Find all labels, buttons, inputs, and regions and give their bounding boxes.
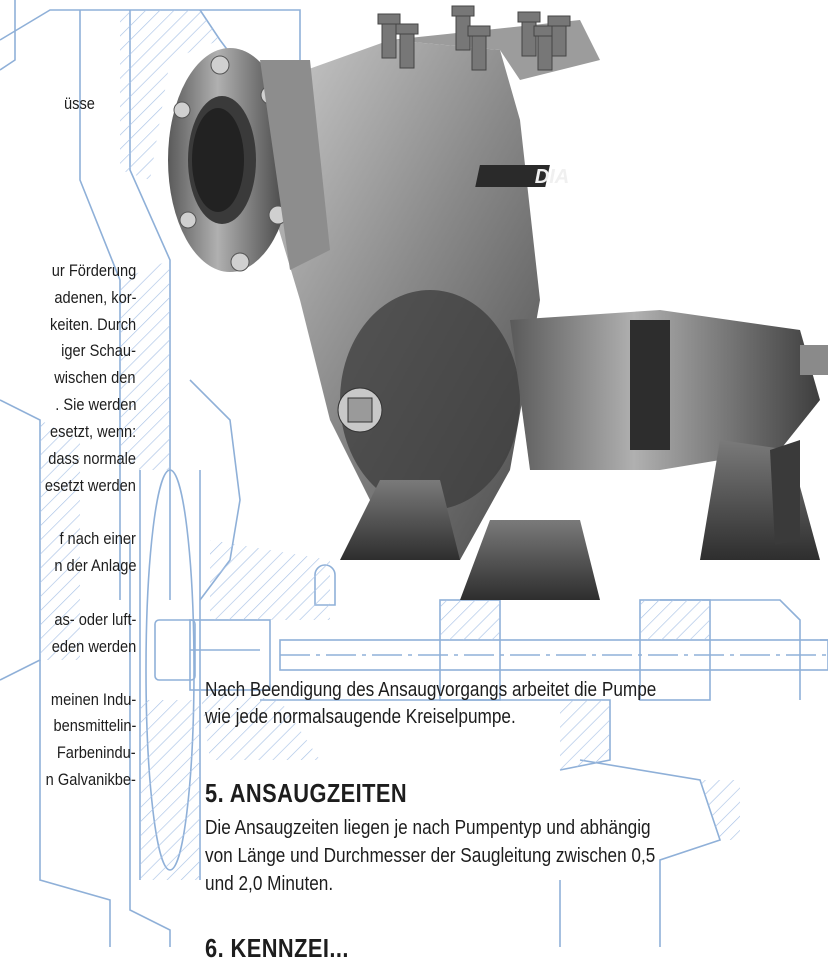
self-priming-pump-photo: DIA	[168, 5, 828, 600]
left-text-line: meinen Indu-	[50, 690, 136, 709]
left-text-line: esetzt, wenn:	[49, 422, 136, 441]
section-5-heading: 5. ANSAUGZEITEN	[205, 778, 408, 808]
section-5-text-line: von Länge und Durchmesser der Saugleitun…	[205, 845, 656, 867]
left-text-line: esetzt werden	[44, 476, 136, 495]
left-text-line: dass normale	[48, 449, 136, 468]
left-text-line: keiten. Durch	[49, 315, 136, 334]
left-text-line: adenen, kor-	[53, 288, 136, 307]
section-5-text-line: Die Ansaugzeiten liegen je nach Pumpenty…	[205, 817, 651, 839]
left-text-line: as- oder luft-	[53, 610, 136, 629]
intro-paragraph-line: Nach Beendigung des Ansaugvorgangs arbei…	[205, 679, 657, 701]
left-text-line: wischen den	[54, 368, 136, 387]
left-text-line: ur Förderung	[51, 261, 136, 280]
left-text-line: f nach einer	[59, 529, 136, 548]
left-text-line: eden werden	[51, 637, 136, 656]
left-text-line: n der Anlage	[53, 556, 136, 575]
left-text-line: . Sie werden	[54, 395, 136, 414]
section-5-text-line: und 2,0 Minuten.	[205, 873, 334, 895]
left-text-line: iger Schau-	[61, 341, 136, 360]
left-text-line: bensmittelin-	[53, 716, 136, 735]
left-text-fragment: üsse	[64, 94, 95, 113]
dia-logo-text: DIA	[535, 166, 569, 188]
intro-paragraph-line: wie jede normalsaugende Kreiselpumpe.	[205, 706, 516, 728]
section-6-heading: 6. KENNZEI...	[205, 933, 349, 963]
left-text-line: Farbenindu-	[57, 743, 136, 762]
left-text-line: n Galvanikbe-	[45, 770, 136, 789]
